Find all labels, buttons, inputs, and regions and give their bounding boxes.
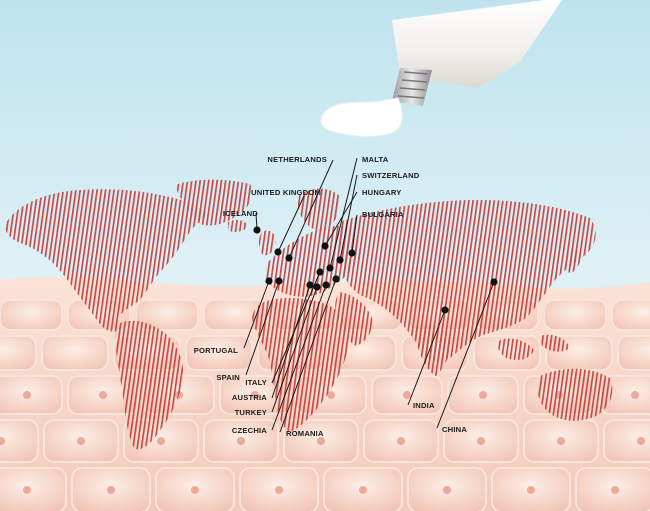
skin-cell [603, 419, 650, 463]
skin-cell [543, 299, 607, 331]
cell-nucleus [403, 391, 411, 399]
skin-cell [185, 335, 253, 371]
leader-lines [243, 157, 495, 433]
cell-nucleus [327, 391, 335, 399]
cell-nucleus [317, 437, 325, 445]
cell-nucleus [397, 437, 405, 445]
cell-nucleus [251, 391, 259, 399]
label-austria: AUSTRIA [232, 393, 267, 402]
skin-cell [0, 299, 63, 331]
label-spain: SPAIN [216, 373, 240, 382]
cell-nucleus [23, 391, 31, 399]
label-turkey: TURKEY [235, 408, 267, 417]
marker-romania [332, 275, 340, 283]
marker-turkey [313, 283, 321, 291]
marker-malta [326, 264, 334, 272]
cell-nucleus [99, 391, 107, 399]
marker-austria [306, 281, 314, 289]
marker-portugal [265, 277, 273, 285]
marker-netherlands [285, 254, 293, 262]
location-markers [253, 226, 498, 314]
cream-drop [320, 97, 403, 137]
cream-tube-icon [392, 0, 562, 106]
marker-hungary [321, 242, 329, 250]
label-united-kingdom: UNITED KINGDOM [251, 188, 321, 197]
cell-nucleus [107, 486, 115, 494]
label-hungary: HUNGARY [362, 188, 402, 197]
cell-nucleus [275, 486, 283, 494]
skin-cell [135, 299, 199, 331]
cell-nucleus [477, 437, 485, 445]
marker-india [441, 306, 449, 314]
cell-nucleus [191, 486, 199, 494]
marker-switzerland [336, 256, 344, 264]
label-romania: ROMANIA [286, 429, 324, 438]
label-malta: MALTA [362, 155, 389, 164]
label-portugal: PORTUGAL [194, 346, 238, 355]
cell-nucleus [631, 391, 639, 399]
label-iceland: ICELAND [223, 209, 258, 218]
marker-bulgaria [348, 249, 356, 257]
cell-nucleus [157, 437, 165, 445]
cell-nucleus [557, 437, 565, 445]
cell-nucleus [359, 486, 367, 494]
skin-cell [41, 335, 109, 371]
marker-italy [316, 268, 324, 276]
skin-cell [0, 335, 37, 371]
skin-cell [0, 419, 39, 463]
marker-spain [275, 277, 283, 285]
cell-nucleus [637, 437, 645, 445]
marker-iceland [253, 226, 261, 234]
label-switzerland: SWITZERLAND [362, 171, 420, 180]
cell-nucleus [479, 391, 487, 399]
label-netherlands: NETHERLANDS [267, 155, 327, 164]
cell-nucleus [443, 486, 451, 494]
label-bulgaria: BULGARIA [362, 210, 404, 219]
marker-china [490, 278, 498, 286]
cell-nucleus [0, 437, 5, 445]
marker-united-kingdom [274, 248, 282, 256]
cell-nucleus [527, 486, 535, 494]
skin-cell [611, 299, 650, 331]
country-labels: NETHERLANDS MALTA SWITZERLAND UNITED KIN… [194, 155, 467, 438]
skin-cell [0, 467, 67, 511]
label-india: INDIA [413, 401, 435, 410]
label-italy: ITALY [245, 378, 267, 387]
cell-nucleus [237, 437, 245, 445]
skin-cell [617, 335, 650, 371]
cell-nucleus [611, 486, 619, 494]
label-china: CHINA [442, 425, 467, 434]
cell-nucleus [23, 486, 31, 494]
cell-nucleus [77, 437, 85, 445]
marker-czechia [322, 281, 330, 289]
label-czechia: CZECHIA [232, 426, 267, 435]
